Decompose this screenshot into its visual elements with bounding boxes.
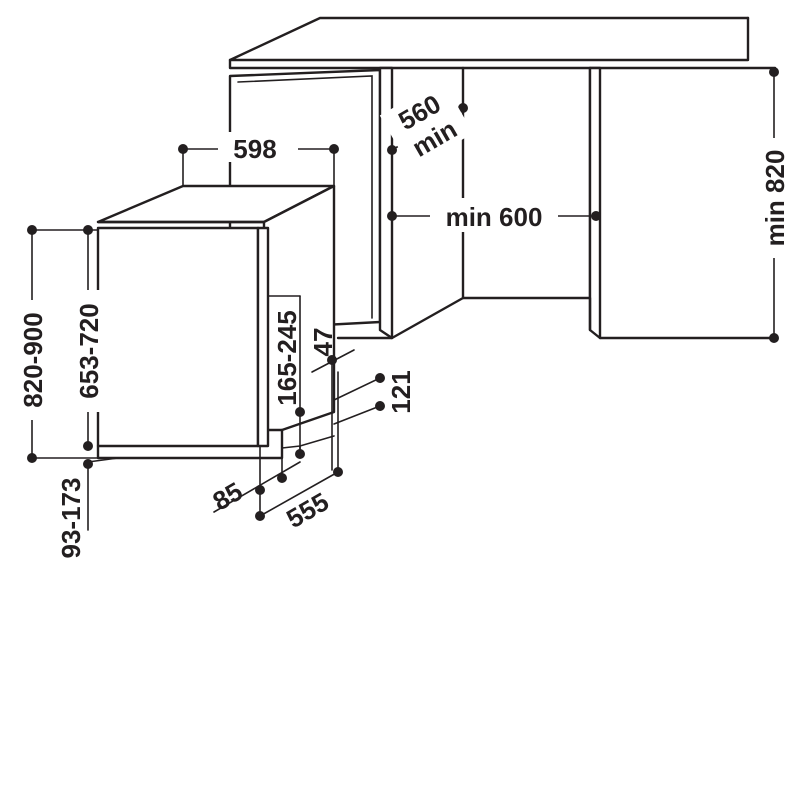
- plinth-height-label: 121: [386, 370, 416, 413]
- extension-line: [333, 377, 381, 401]
- dishwasher-rear-foot: [281, 435, 335, 449]
- appliance-width-label: 598: [233, 134, 276, 164]
- dim-plinth-height: 121: [331, 359, 416, 471]
- dim-dot: [375, 373, 385, 383]
- dim-dot: [458, 103, 468, 113]
- dim-dot: [387, 211, 397, 221]
- dim-dot: [255, 511, 265, 521]
- dim-appliance-width: 598: [178, 132, 339, 187]
- cabinet-width-label: min 600: [446, 202, 543, 232]
- dim-dot: [333, 467, 343, 477]
- dishwasher-front-foot: [87, 457, 119, 463]
- plinth-gap-label: 47: [308, 328, 338, 357]
- cabinet-left-panel-inner: [237, 75, 373, 319]
- dim-foot-height: 93-173: [56, 459, 93, 558]
- dim-cabinet-height: min 820: [758, 67, 790, 343]
- dim-dot: [27, 453, 37, 463]
- cabinet-right-panel: [588, 66, 602, 340]
- label-bg: [16, 300, 48, 420]
- appliance-height-label: 653-720: [74, 303, 104, 398]
- dishwasher-base: [96, 428, 284, 460]
- label-bg: [218, 132, 298, 162]
- extension-line: [333, 405, 381, 425]
- dim-cabinet-width: min 600: [387, 198, 601, 232]
- foot-height-label: 93-173: [56, 478, 86, 559]
- dim-dot: [83, 459, 93, 469]
- label-bg: [379, 79, 474, 170]
- dim-dot: [375, 401, 385, 411]
- worktop-surface: [228, 16, 750, 62]
- dim-dot: [295, 407, 305, 417]
- dim-dot: [591, 211, 601, 221]
- dim-total-height: 820-900: [16, 225, 99, 463]
- dishwasher-door-edge: [256, 226, 270, 448]
- dim-dot: [295, 449, 305, 459]
- dim-dot: [83, 441, 93, 451]
- door-offset-label: 165-245: [272, 310, 302, 405]
- cabinet-height-label: min 820: [760, 150, 790, 247]
- dishwasher-door: [96, 226, 260, 448]
- label-bg: [72, 290, 104, 412]
- dim-dot: [769, 67, 779, 77]
- dim-dot: [178, 144, 188, 154]
- dim-dot: [329, 144, 339, 154]
- total-height-label: 820-900: [18, 312, 48, 407]
- dim-door-offset: 165-245: [267, 295, 305, 459]
- label-bg: [430, 198, 558, 232]
- dim-dot: [769, 333, 779, 343]
- plinth-setback-label: 85: [207, 476, 247, 516]
- dim-dot: [83, 225, 93, 235]
- dim-dot: [277, 473, 287, 483]
- dim-dot: [387, 145, 397, 155]
- dim-appliance-height: 653-720: [72, 225, 104, 451]
- cabinet-left-panel-edge: [378, 66, 394, 340]
- dim-dot: [27, 225, 37, 235]
- label-bg: [758, 138, 790, 258]
- dim-line: [259, 471, 339, 517]
- dim-cabinet-depth: 560 min: [379, 79, 474, 170]
- niche-floor-back: [461, 66, 592, 300]
- dim-dot: [255, 485, 265, 495]
- appliance-depth-label: 555: [281, 486, 334, 534]
